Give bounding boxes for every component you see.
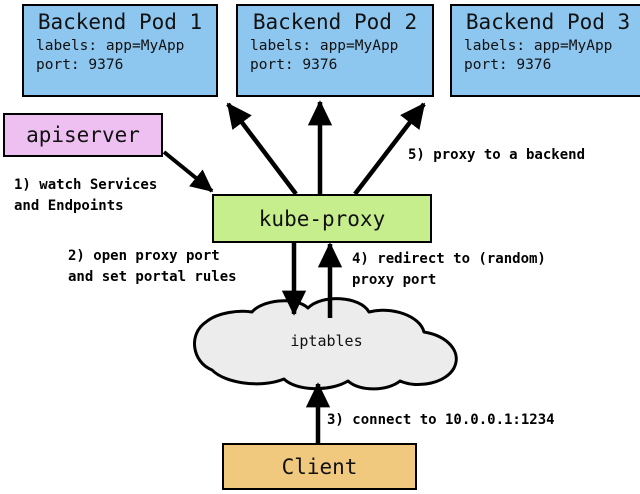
iptables-label: iptables bbox=[290, 332, 363, 350]
backend-pod-3-port: port: 9376 bbox=[464, 57, 552, 73]
client-label: Client bbox=[281, 454, 358, 479]
arrow-apiserver-to-kubeproxy bbox=[162, 150, 214, 193]
iptables-cloud bbox=[193, 297, 458, 391]
backend-pod-2-port: port: 9376 bbox=[250, 57, 338, 73]
apiserver-box: apiserver bbox=[3, 113, 163, 157]
backend-pod-2-box: Backend Pod 2 labels: app=MyApp port: 93… bbox=[236, 4, 434, 97]
backend-pod-3-title: Backend Pod 3 bbox=[465, 10, 631, 34]
backend-pod-2-labels: labels: app=MyApp bbox=[250, 38, 399, 54]
backend-pod-1-labels: labels: app=MyApp bbox=[36, 38, 185, 54]
arrow-kubeproxy-to-pod3 bbox=[353, 102, 426, 196]
backend-pod-3-labels: labels: app=MyApp bbox=[464, 38, 613, 54]
backend-pod-2-title: Backend Pod 2 bbox=[252, 10, 418, 34]
step-4-annotation: 4) redirect to (random) proxy port bbox=[352, 251, 546, 288]
step-2-annotation: 2) open proxy port and set portal rules bbox=[68, 248, 237, 285]
arrow-kubeproxy-to-pod1 bbox=[226, 102, 298, 196]
backend-pod-3-box: Backend Pod 3 labels: app=MyApp port: 93… bbox=[450, 4, 640, 97]
client-box: Client bbox=[222, 443, 417, 490]
kube-proxy-label: kube-proxy bbox=[258, 206, 386, 231]
step-3-annotation: 3) connect to 10.0.0.1:1234 bbox=[327, 412, 555, 428]
apiserver-label: apiserver bbox=[26, 123, 140, 147]
backend-pod-1-title: Backend Pod 1 bbox=[37, 10, 203, 34]
kube-proxy-box: kube-proxy bbox=[212, 194, 432, 243]
step-5-annotation: 5) proxy to a backend bbox=[408, 147, 586, 163]
backend-pod-1-box: Backend Pod 1 labels: app=MyApp port: 93… bbox=[22, 4, 218, 97]
backend-pod-1-port: port: 9376 bbox=[36, 57, 124, 73]
step-1-annotation: 1) watch Services and Endpoints bbox=[14, 177, 158, 214]
